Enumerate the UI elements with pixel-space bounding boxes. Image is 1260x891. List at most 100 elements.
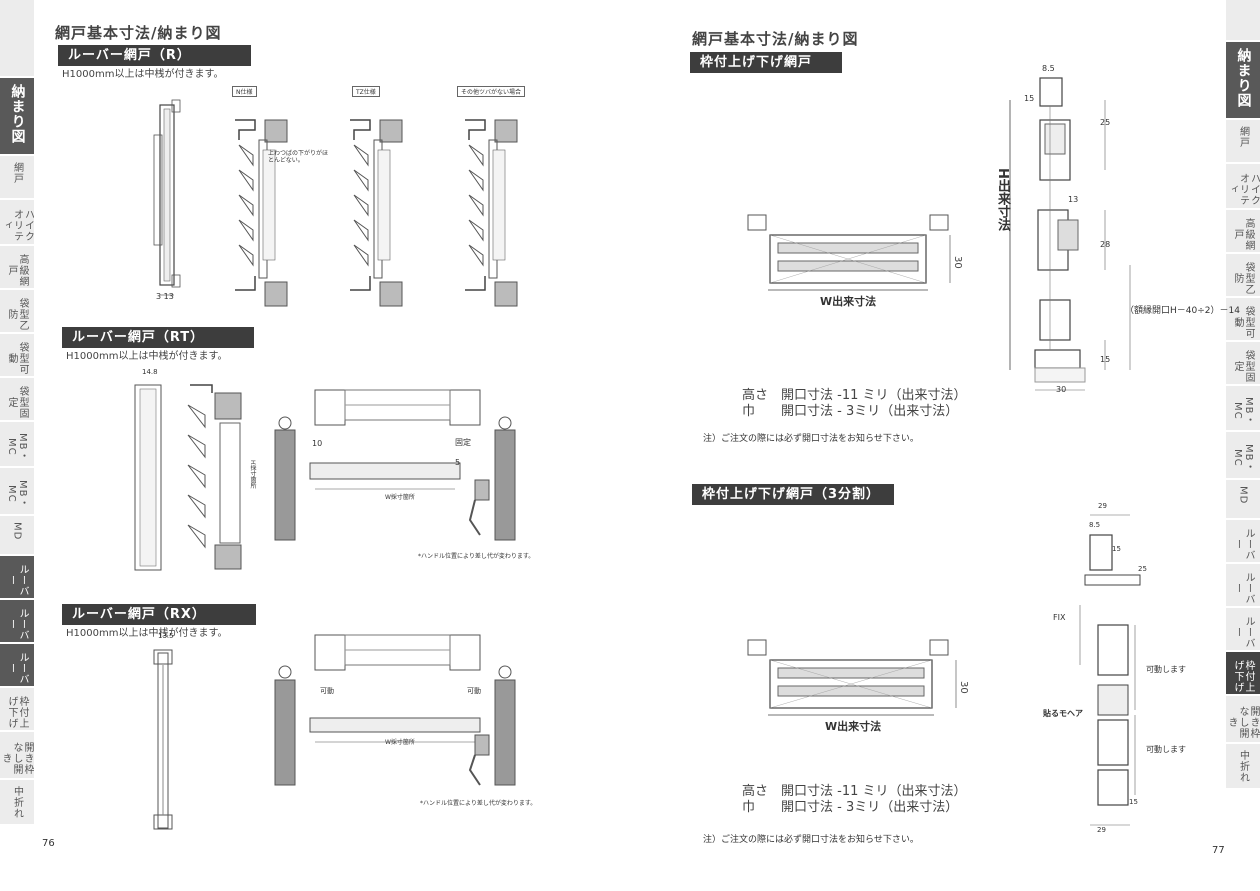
index-tab: 網戸 [0,156,34,200]
index-tab: 袋型乙防 [0,290,34,334]
r-section-drawings [235,119,518,307]
index-tab-label: MB・MC [1232,396,1254,426]
r-n-label: N仕様 [232,86,257,97]
section-r-label: ルーバー網戸（R） [58,45,251,66]
left-page-number: 76 [42,838,55,849]
index-tab-label: 枠付上げ下げ [6,695,28,729]
rt-dim-label: 14.8 [142,368,158,376]
index-tab-label: 袋型固定 [6,385,28,419]
section-r-note: H1000mm以上は中桟が付きます。 [62,69,224,80]
index-tab: 袋型可動 [0,334,34,378]
r-tz-label: TZ仕様 [352,86,380,97]
section1-bottom-dim: （額縁開口H－40÷2）－14 [1125,306,1240,316]
index-tab-label: MB・MC [6,432,28,462]
rt-w-label: W採寸箇所 [385,494,415,501]
rx-movable-right: 可動 [467,687,481,695]
index-tab-label: ルーバー [6,651,28,685]
section-rx-header: ルーバー網戸（RX） [62,603,256,625]
index-tab-label: ルーバー [6,607,28,641]
rx-dim-label: 13.5 [158,632,174,640]
section2-movable1: 可動します [1146,665,1186,674]
index-tab: ルーバー(R) [1226,520,1260,564]
section2-dim15b: 15 [1129,798,1138,806]
section1-w-label: W出来寸法 [820,295,877,308]
section2-height-formula: 高さ 開口寸法 -11 ミリ（出来寸法） [742,784,967,799]
index-tab-label: MB・MC [6,479,28,509]
rt-handle-note: *ハンドル位置により差し代が変わります。 [418,553,535,560]
index-tab-label: 納まり図 [1235,48,1252,108]
index-tab-label: 高級網戸 [6,253,28,287]
index-tab: 網戸 [1226,120,1260,164]
r-side-profile [153,99,181,296]
section-rx-label: ルーバー網戸（RX） [62,604,256,625]
index-tab: 枠付上げ下げ [1226,652,1260,696]
index-tab-label: ルーバー [1232,571,1254,605]
index-tab: ルーバー(RT) [0,600,34,644]
index-tab-label: 高級網戸 [1232,217,1254,251]
rt-fixed: 固定 [455,438,471,447]
section2-dim30: 30 [958,681,969,694]
section1-height-formula: 高さ 開口寸法 -11 ミリ（出来寸法） [742,388,967,403]
rx-handle-note: *ハンドル位置により差し代が変わります。 [420,800,537,807]
section1-dim15: 15 [1024,94,1035,103]
index-tab: 袋型固定 [0,378,34,422]
index-tab-label: 枠付き開き枠なし開き [0,741,34,775]
index-tab-label: ルーバー [1232,615,1254,649]
section2-dim29b: 29 [1097,826,1106,834]
index-tab-label: ルーバー [1232,527,1254,561]
right-page-number: 77 [1212,845,1225,856]
index-tab: 枠付き開き枠なし開き [0,732,34,780]
section2-width-formula: 巾 開口寸法 - 3ミリ（出来寸法） [742,800,959,815]
section-r-header: ルーバー網戸（R） [58,44,251,66]
section1-plan-drawing: 30 [747,214,963,291]
section2-fix: FIX [1053,613,1066,622]
index-tab: 納まり図 [0,78,34,156]
index-tab-label: ルーバー [6,563,28,597]
index-tab: ルーバー(RX) [0,644,34,688]
section2-mohair: 貼るモヘア [1043,709,1083,718]
index-tab: 袋型固定 [1226,342,1260,386]
rx-w-label: W採寸箇所 [385,739,415,746]
section-rt-note: H1000mm以上は中桟が付きます。 [66,351,228,362]
section1-notice: 注）ご注文の際には必ず開口寸法をお知らせ下さい。 [703,434,919,444]
index-tab: MD [0,516,34,556]
index-tab-label: 網戸 [1237,126,1249,148]
index-tab: 中折れ [0,780,34,826]
left-page-title: 網戸基本寸法/納まり図 [55,24,222,42]
index-tab-label: ハイクオリティ [0,208,34,242]
rx-side-drawing [153,649,173,830]
index-tab: 袋型可動 [1226,298,1260,342]
section-rt-header: ルーバー網戸（RT） [62,326,255,348]
section1-dim28: 28 [1100,240,1111,249]
section1-dim25: 25 [1100,118,1111,127]
section1-width-formula: 巾 開口寸法 - 3ミリ（出来寸法） [742,404,959,419]
index-tab-label: MB・MC [1232,443,1254,473]
index-tab-label: 枠付き開き枠なし開き [1226,705,1260,739]
index-tab-label: 袋型可動 [1232,305,1254,339]
index-tab: MB・MC [1226,386,1260,432]
index-tab-label: MD [1237,486,1249,505]
index-tab: MB・MCW30 [0,468,34,516]
index-tab-label: 納まり図 [9,84,26,144]
index-tab-label: 中折れ [11,786,23,819]
index-tab: ルーバー(RT) [1226,564,1260,608]
index-tab-label: 中折れ [1237,750,1249,783]
section1-label: 枠付上げ下げ網戸 [690,52,843,73]
section2-dim15: 15 [1112,545,1121,553]
index-tab-blank [1226,0,1260,42]
rt-h-label: H採寸箇所 [249,460,256,489]
section1-dim15b: 15 [1100,355,1111,364]
index-tab: 中折れ [1226,744,1260,790]
index-tab: ハイクオリティ [1226,164,1260,210]
index-tab: 高級網戸 [1226,210,1260,254]
section2-w-label: W出来寸法 [825,720,882,733]
index-tab: ルーバー(RX) [1226,608,1260,652]
rt-dim10: 10 [312,439,323,448]
section2-plan-drawing: 30 [747,639,969,716]
section1-h-label: H出来寸法 [995,168,1010,231]
index-tab: 納まり図 [1226,42,1260,120]
section-rt-label: ルーバー網戸（RT） [62,327,255,348]
index-tab-label: 袋型固定 [1232,349,1254,383]
index-tab-label: 袋型乙防 [6,297,28,331]
index-tab: ハイクオリティ [0,200,34,246]
